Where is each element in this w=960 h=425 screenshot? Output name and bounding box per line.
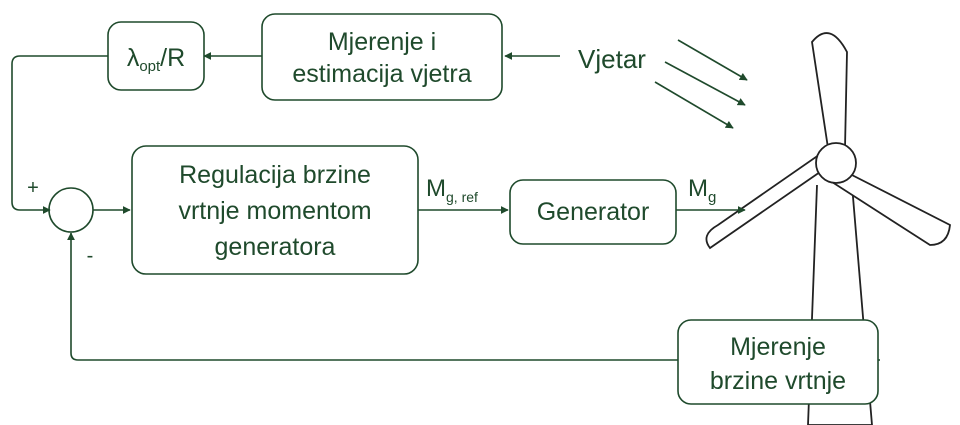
signal-wires (11, 52, 880, 361)
speed-controller-line3: generatora (215, 233, 336, 261)
wind-estimation-block: Mjerenje i estimacija vjetra (261, 13, 503, 101)
lambda-opt-label: λopt/R (127, 44, 185, 75)
speed-measurement-block: Mjerenje brzine vrtnje (677, 319, 879, 405)
speed-controller-line1: Regulacija brzine (179, 161, 371, 189)
wind-label: Vjetar (578, 44, 646, 74)
speed-feedback-arrow (67, 232, 678, 361)
torque-ref-label: Mg, ref (426, 175, 478, 205)
torque-label: Mg (688, 175, 716, 206)
wind-estimation-line2: estimacija vjetra (292, 60, 471, 88)
speed-measurement-line1: Mjerenje (730, 333, 826, 361)
sum-minus-sign: - (87, 245, 94, 267)
turbine-blade-top (811, 32, 848, 149)
summing-junction-icon (48, 187, 94, 233)
turbine-blade-left (705, 147, 828, 250)
speed-controller-block: Regulacija brzine vrtnje momentom genera… (131, 145, 419, 275)
reference-feedback-arrow (11, 55, 108, 214)
wind-arrow-icon (654, 39, 748, 129)
turbine-hub (815, 142, 857, 184)
lambda-opt-block: λopt/R (107, 21, 205, 91)
speed-measurement-line2: brzine vrtnje (710, 367, 846, 395)
speed-controller-line2: vrtnje momentom (178, 197, 371, 225)
sum-plus-sign: + (27, 177, 39, 199)
generator-block: Generator (509, 179, 677, 245)
generator-label: Generator (537, 198, 650, 226)
turbine-blade-right (830, 170, 951, 246)
wind-estimation-line1: Mjerenje i (328, 28, 436, 56)
